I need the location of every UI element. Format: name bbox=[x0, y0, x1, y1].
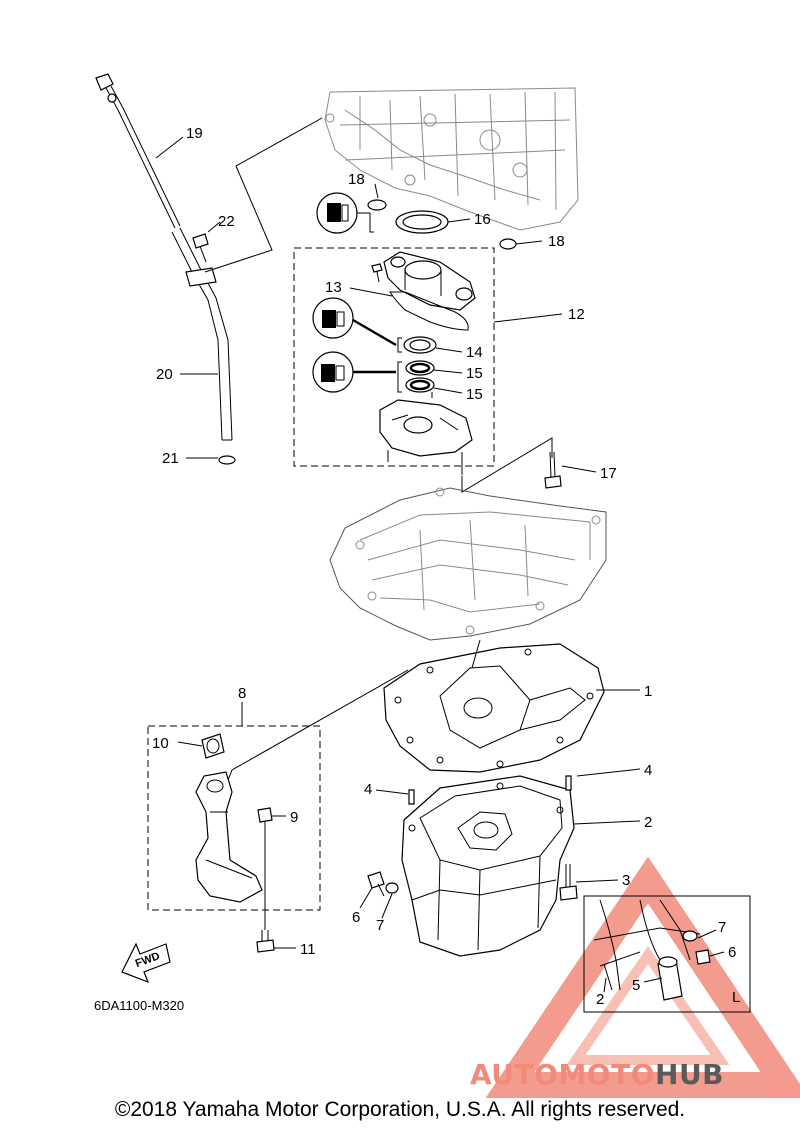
callout-5: 5 bbox=[632, 977, 640, 994]
bolt-17 bbox=[544, 451, 562, 489]
oil-seal-15b bbox=[405, 377, 435, 393]
callout-9: 9 bbox=[290, 809, 298, 826]
watermark-logo bbox=[485, 856, 800, 1098]
oil-seal-icon bbox=[312, 297, 397, 347]
callout-21: 21 bbox=[162, 450, 179, 467]
o-ring-18a bbox=[367, 199, 387, 211]
oil-pan-2 bbox=[401, 775, 575, 957]
callout-14: 14 bbox=[466, 344, 483, 361]
dipstick-guide-tube bbox=[171, 227, 233, 441]
pump-housing-13 bbox=[383, 251, 476, 311]
bolt-3 bbox=[559, 864, 578, 901]
callout-16: 16 bbox=[474, 211, 491, 228]
o-ring-18b bbox=[499, 238, 517, 250]
watermark-part2: HUB bbox=[655, 1058, 725, 1091]
screw bbox=[371, 263, 383, 283]
gasket-7 bbox=[385, 882, 399, 894]
callout-19: 19 bbox=[186, 125, 203, 142]
dowel-pin-4a bbox=[408, 789, 415, 805]
callout-6a: 6 bbox=[352, 909, 360, 926]
dowel-pin-4b bbox=[565, 775, 572, 791]
callout-7a: 7 bbox=[376, 917, 384, 934]
callout-2: 2 bbox=[644, 814, 652, 831]
oil-seal-16 bbox=[395, 210, 449, 234]
callout-18b: 18 bbox=[548, 233, 565, 250]
callout-4a: 4 bbox=[364, 781, 372, 798]
fwd-arrow-icon: FWD bbox=[121, 942, 171, 984]
callout-1: 1 bbox=[644, 683, 652, 700]
oil-seal-15a bbox=[405, 360, 435, 376]
callout-10: 10 bbox=[152, 735, 169, 752]
dipstick bbox=[95, 73, 181, 229]
watermark-part1: AUTOMOTO bbox=[470, 1058, 656, 1091]
assembly-box-8 bbox=[147, 725, 321, 911]
o-ring-21 bbox=[218, 455, 236, 465]
callout-18a: 18 bbox=[348, 171, 365, 188]
strainer-seal-10 bbox=[201, 733, 225, 759]
callout-leaders bbox=[155, 136, 725, 993]
copyright-notice: ©2018 Yamaha Motor Corporation, U.S.A. A… bbox=[114, 1098, 686, 1121]
callout-11: 11 bbox=[300, 941, 316, 958]
callout-15a: 15 bbox=[466, 365, 483, 382]
callout-13: 13 bbox=[325, 279, 342, 296]
callout-3: 3 bbox=[622, 872, 630, 889]
callout-12: 12 bbox=[568, 306, 585, 323]
bolt-22 bbox=[192, 233, 209, 263]
callout-22: 22 bbox=[218, 213, 235, 230]
detail-box-label: L bbox=[732, 989, 740, 1006]
callout-8: 8 bbox=[238, 685, 246, 702]
pump-body bbox=[379, 392, 473, 475]
callout-4b: 4 bbox=[644, 762, 652, 779]
gasket-1 bbox=[383, 639, 605, 773]
bolt-9 bbox=[257, 807, 273, 823]
callout-2b: 2 bbox=[596, 991, 604, 1008]
detail-box-L bbox=[583, 895, 751, 1013]
bolt-11 bbox=[256, 930, 275, 953]
drain-plug-6 bbox=[367, 871, 385, 897]
callout-20: 20 bbox=[156, 366, 173, 383]
assembly-box-12 bbox=[293, 247, 495, 467]
exhaust-guide bbox=[329, 487, 607, 641]
grease-icon bbox=[316, 192, 374, 234]
detail-pan-corner bbox=[593, 899, 711, 1001]
watermark-text: AUTOMOTOHUB bbox=[470, 1058, 724, 1091]
callout-6b: 6 bbox=[728, 944, 736, 961]
gasket bbox=[389, 291, 469, 331]
callout-7b: 7 bbox=[718, 919, 726, 936]
diagram-code: 6DA1100-M320 bbox=[94, 998, 184, 1013]
engine-block bbox=[324, 87, 579, 231]
oil-strainer bbox=[195, 771, 263, 903]
oil-seal-14 bbox=[403, 336, 437, 354]
oil-seal-icon bbox=[312, 351, 396, 393]
callout-17: 17 bbox=[600, 465, 617, 482]
callout-15b: 15 bbox=[466, 386, 483, 403]
